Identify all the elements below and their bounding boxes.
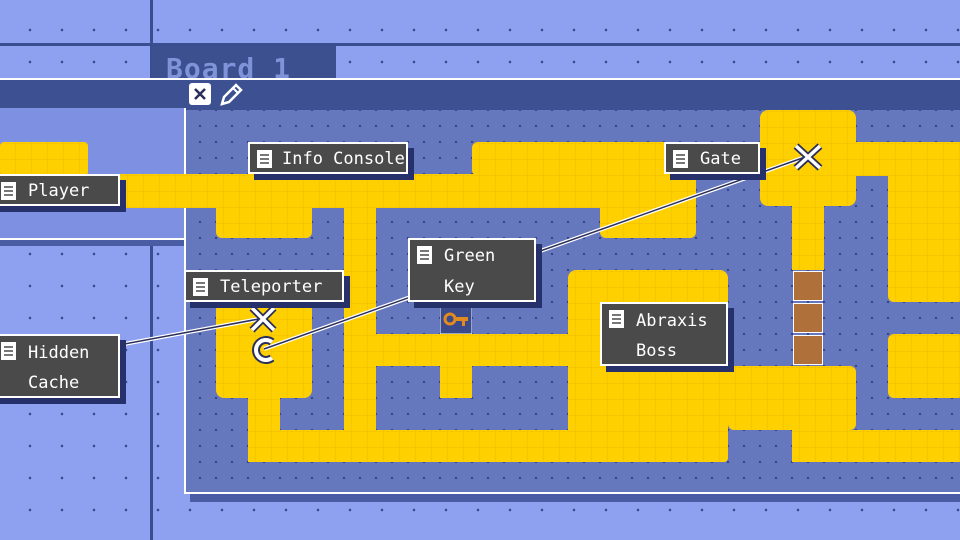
label-green-key[interactable]: Green Key [408, 238, 536, 302]
label-teleporter[interactable]: Teleporter [184, 270, 344, 302]
left-panel-shadow [0, 240, 188, 246]
label-info-console[interactable]: Info Console [248, 142, 408, 174]
link-line-core [102, 317, 265, 349]
label-abraxis-boss-line1: Abraxis [636, 311, 708, 331]
board-header-border [0, 78, 184, 80]
label-green-key-line1: Green [444, 246, 496, 266]
label-hidden-cache-line1: Hidden [28, 343, 90, 363]
document-icon [257, 150, 272, 168]
document-icon [193, 278, 208, 296]
document-icon [1, 342, 16, 360]
label-hidden-cache[interactable]: Hidden Cache [0, 334, 120, 398]
label-player[interactable]: Player [0, 174, 120, 206]
pencil-icon[interactable] [218, 82, 244, 108]
gate-x-marker-icon[interactable] [792, 142, 824, 172]
document-icon [1, 182, 16, 200]
left-divider [150, 0, 153, 540]
document-icon [673, 150, 688, 168]
label-info-console-text: Info Console [282, 149, 405, 169]
teleporter-x-marker-icon[interactable] [248, 304, 278, 334]
brick-wall-tile[interactable] [793, 271, 823, 301]
board-header-bar [0, 80, 960, 110]
document-icon [609, 310, 624, 328]
brick-wall-tile[interactable] [793, 303, 823, 333]
green-key-icon[interactable] [440, 304, 472, 334]
label-abraxis-boss-line2: Boss [636, 341, 677, 361]
delete-icon[interactable] [188, 82, 212, 106]
board-shadow [190, 494, 960, 502]
board-tab[interactable] [152, 46, 336, 80]
label-hidden-cache-line2: Cache [28, 373, 80, 393]
top-divider [0, 43, 960, 46]
label-player-text: Player [28, 181, 90, 201]
link-line-core [263, 155, 809, 350]
label-teleporter-text: Teleporter [220, 277, 323, 297]
teleporter-link-handle-icon[interactable] [250, 336, 278, 364]
label-green-key-line2: Key [444, 277, 475, 297]
label-gate[interactable]: Gate [664, 142, 760, 174]
label-abraxis-boss[interactable]: Abraxis Boss [600, 302, 728, 366]
brick-wall-tile[interactable] [793, 335, 823, 365]
document-icon [417, 246, 432, 264]
label-gate-text: Gate [700, 149, 741, 169]
